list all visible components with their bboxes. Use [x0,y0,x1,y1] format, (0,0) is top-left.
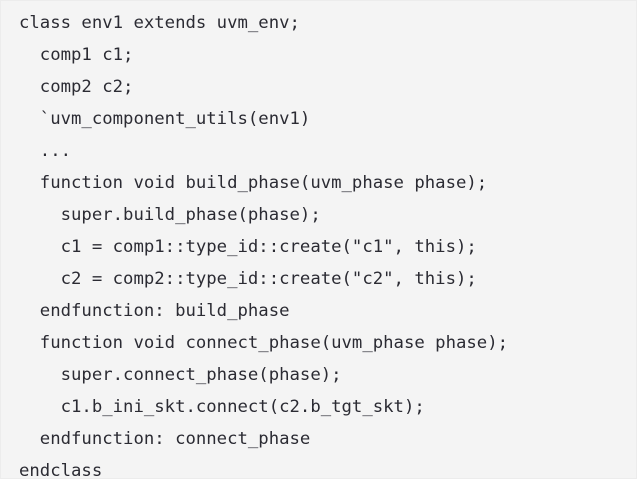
code-line: comp2 c2; [19,77,134,97]
code-line: c1.b_ini_skt.connect(c2.b_tgt_skt); [19,397,425,417]
code-line: comp1 c1; [19,45,134,65]
code-line: super.build_phase(phase); [19,205,321,225]
code-line: class env1 extends uvm_env; [19,13,300,33]
code-line: endfunction: build_phase [19,301,290,321]
code-line: endfunction: connect_phase [19,429,311,449]
code-line: ... [19,141,72,161]
code-line: c2 = comp2::type_id::create("c2", this); [19,269,477,289]
code-line: function void connect_phase(uvm_phase ph… [19,333,508,353]
code-line: c1 = comp1::type_id::create("c1", this); [19,237,477,257]
code-line: endclass [19,461,103,479]
code-line: `uvm_component_utils(env1) [19,109,311,129]
code-line: function void build_phase(uvm_phase phas… [19,173,488,193]
code-line: super.connect_phase(phase); [19,365,342,385]
